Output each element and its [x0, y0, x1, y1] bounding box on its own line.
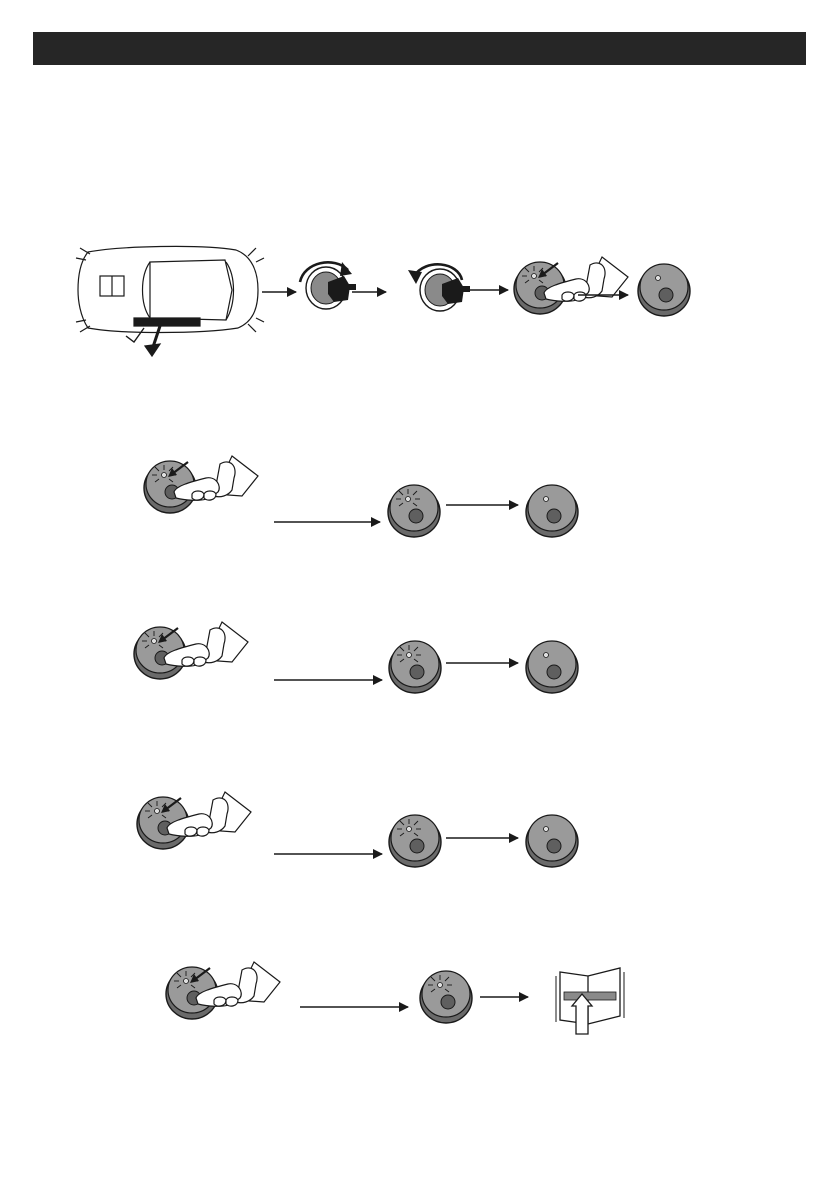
car-icon — [76, 246, 264, 356]
button-press-icon — [514, 257, 628, 314]
button-press-icon — [144, 456, 258, 513]
key-turn-right-icon — [300, 262, 356, 309]
manual-book-icon — [556, 968, 624, 1034]
button-press-icon — [166, 962, 280, 1019]
button-led-icon — [388, 485, 440, 537]
key-turn-left-icon — [408, 264, 470, 311]
button-led-icon — [526, 815, 578, 867]
button-led-icon — [420, 971, 472, 1023]
button-press-icon — [137, 792, 251, 849]
button-press-icon — [134, 622, 248, 679]
button-led-icon — [526, 485, 578, 537]
button-led-icon — [389, 815, 441, 867]
button-led-icon — [526, 641, 578, 693]
button-led-icon — [638, 264, 690, 316]
button-led-icon — [389, 641, 441, 693]
